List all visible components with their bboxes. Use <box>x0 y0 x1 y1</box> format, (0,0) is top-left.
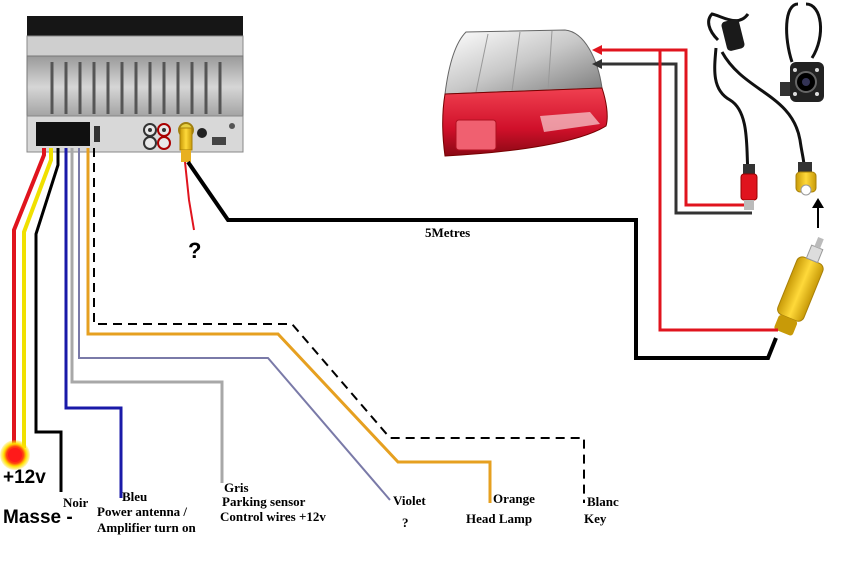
yellow-power-wire <box>22 148 53 448</box>
masse-label: Masse - <box>3 507 73 528</box>
taillight-icon <box>442 29 608 157</box>
head-unit-icon <box>26 16 244 153</box>
blue-wire <box>64 148 123 498</box>
gris-desc-line2: Control wires +12v <box>220 509 326 524</box>
blanc-label: Blanc <box>587 494 619 509</box>
rca-plug-icon <box>795 162 817 196</box>
taillight-ground-wire <box>600 62 752 215</box>
violet-desc: ? <box>402 515 409 530</box>
violet-label: Violet <box>393 493 426 508</box>
video-cable-plug-icon <box>774 236 824 336</box>
video-out-plug-icon <box>179 127 193 162</box>
video-cable-5m <box>186 160 778 360</box>
black-ground-wire <box>34 148 63 492</box>
camera-power-wire <box>658 50 778 332</box>
gris-desc-line1: Parking sensor <box>222 494 306 509</box>
bleu-desc-line2: Amplifier turn on <box>97 520 196 535</box>
grey-wire <box>70 148 224 483</box>
blanc-desc: Key <box>584 511 607 526</box>
orange-desc: Head Lamp <box>466 511 533 526</box>
camera-power-plug-icon <box>740 164 758 210</box>
noir-label: Noir <box>63 495 89 510</box>
orange-label: Orange <box>493 491 535 506</box>
red-power-wire <box>12 148 46 448</box>
bleu-label: Bleu <box>122 489 148 504</box>
violet-wire <box>78 148 391 501</box>
orange-wire <box>86 148 492 503</box>
reverse-trigger-wire <box>184 161 195 231</box>
rear-camera-icon <box>707 2 824 173</box>
plus12v-label: +12v <box>3 467 46 488</box>
unknown-wire-label: ? <box>188 238 202 263</box>
gris-label: Gris <box>224 480 249 495</box>
cable-length-label: 5Metres <box>425 225 471 240</box>
white-key-wire <box>93 148 585 503</box>
taillight-power-wire <box>600 48 752 207</box>
bleu-desc-line1: Power antenna / <box>97 504 188 519</box>
